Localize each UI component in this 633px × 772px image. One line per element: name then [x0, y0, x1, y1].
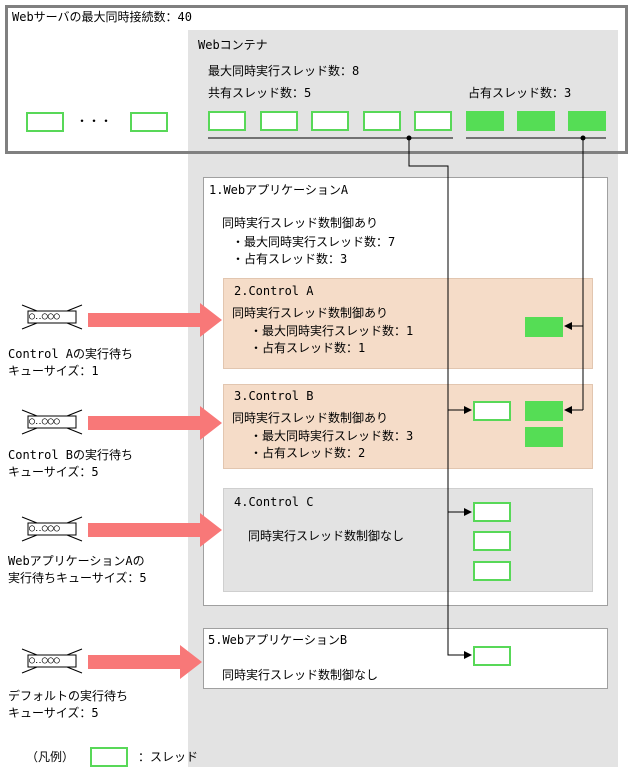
shared-thread: [260, 111, 298, 131]
web-server-border-right: [625, 5, 628, 154]
container-title: Webコンテナ: [198, 38, 268, 52]
queue-label-app-a: WebアプリケーションAの: [8, 554, 145, 568]
control-b-title: 3.Control B: [234, 389, 314, 403]
queue-icon: [21, 648, 83, 674]
legend-meaning: ：スレッド: [138, 750, 199, 764]
web-server-title: Webサーバの最大同時接続数：40: [12, 10, 193, 24]
control-c-box: [223, 488, 593, 592]
container-exclusive-threads: 占有スレッド数：3: [468, 86, 572, 100]
webapp-a-title: 1.WebアプリケーションA: [209, 183, 349, 197]
queue-label-control-a: キューサイズ：1: [8, 364, 99, 378]
queue-symbol-text: ○‥○○○: [29, 311, 60, 322]
webapp-b-control-off: 同時実行スレッド数制御なし: [222, 668, 379, 682]
control-a-exclusive-threads: ・占有スレッド数：1: [250, 341, 366, 355]
control-b-control-on: 同時実行スレッド数制御あり: [232, 411, 389, 425]
webapp-a-exclusive-threads: ・占有スレッド数：3: [232, 252, 348, 266]
control-c-title: 4.Control C: [234, 495, 314, 509]
control-c-control-off: 同時実行スレッド数制御なし: [248, 529, 405, 543]
control-b-box: [223, 384, 593, 469]
queue-icon: [21, 304, 83, 330]
shared-thread: [311, 111, 349, 131]
control-b-exclusive-threads: ・占有スレッド数：2: [250, 446, 366, 460]
queue-arrow-default: [88, 645, 202, 679]
webapp-b-title: 5.WebアプリケーションB: [208, 633, 348, 647]
exclusive-thread: [466, 111, 504, 131]
server-thread: [26, 112, 64, 132]
queue-symbol-text: ○‥○○○: [29, 416, 60, 427]
container-shared-threads: 共有スレッド数：5: [208, 86, 312, 100]
container-max-threads: 最大同時実行スレッド数：8: [208, 64, 360, 78]
webapp-a-max-threads: ・最大同時実行スレッド数：7: [232, 235, 396, 249]
webapp-b-box: [203, 628, 608, 689]
queue-label-control-a: Control Aの実行待ち: [8, 347, 134, 361]
control-b-shared-thread: [473, 401, 511, 421]
control-c-thread: [473, 502, 511, 522]
server-thread: [130, 112, 168, 132]
webapp-b-thread: [473, 646, 511, 666]
queue-arrow-control-a: [88, 303, 222, 337]
queue-label-control-b: キューサイズ：5: [8, 465, 99, 479]
server-thread-ellipsis: ・・・: [76, 114, 113, 128]
control-c-thread: [473, 531, 511, 551]
exclusive-thread: [517, 111, 555, 131]
control-b-exclusive-thread: [525, 401, 563, 421]
shared-thread: [414, 111, 452, 131]
control-a-control-on: 同時実行スレッド数制御あり: [232, 306, 389, 320]
shared-thread: [208, 111, 246, 131]
queue-label-default: キューサイズ：5: [8, 706, 99, 720]
queue-label-app-a: 実行待ちキューサイズ：5: [8, 571, 147, 585]
shared-to-webapp-b: [408, 138, 472, 659]
queue-symbol-text: ○‥○○○: [29, 523, 60, 534]
queue-icon: [21, 409, 83, 435]
queue-arrow-control-b: [88, 406, 222, 440]
queue-label-default: デフォルトの実行待ち: [8, 689, 129, 703]
webapp-a-control-on: 同時実行スレッド数制御あり: [222, 216, 379, 230]
control-a-max-threads: ・最大同時実行スレッド数：1: [250, 324, 414, 338]
queue-icon: [21, 516, 83, 542]
control-a-title: 2.Control A: [234, 284, 314, 298]
queue-label-control-b: Control Bの実行待ち: [8, 448, 134, 462]
control-b-max-threads: ・最大同時実行スレッド数：3: [250, 429, 414, 443]
shared-thread: [363, 111, 401, 131]
web-server-border-bottom: [5, 151, 628, 154]
queue-symbol-text: ○‥○○○: [29, 655, 60, 666]
legend-thread: [90, 747, 128, 767]
control-a-exclusive-thread: [525, 317, 563, 337]
exclusive-thread: [568, 111, 606, 131]
control-b-exclusive-thread: [525, 427, 563, 447]
control-c-thread: [473, 561, 511, 581]
queue-arrow-app-a: [88, 513, 222, 547]
legend-label: （凡例）: [26, 750, 75, 764]
